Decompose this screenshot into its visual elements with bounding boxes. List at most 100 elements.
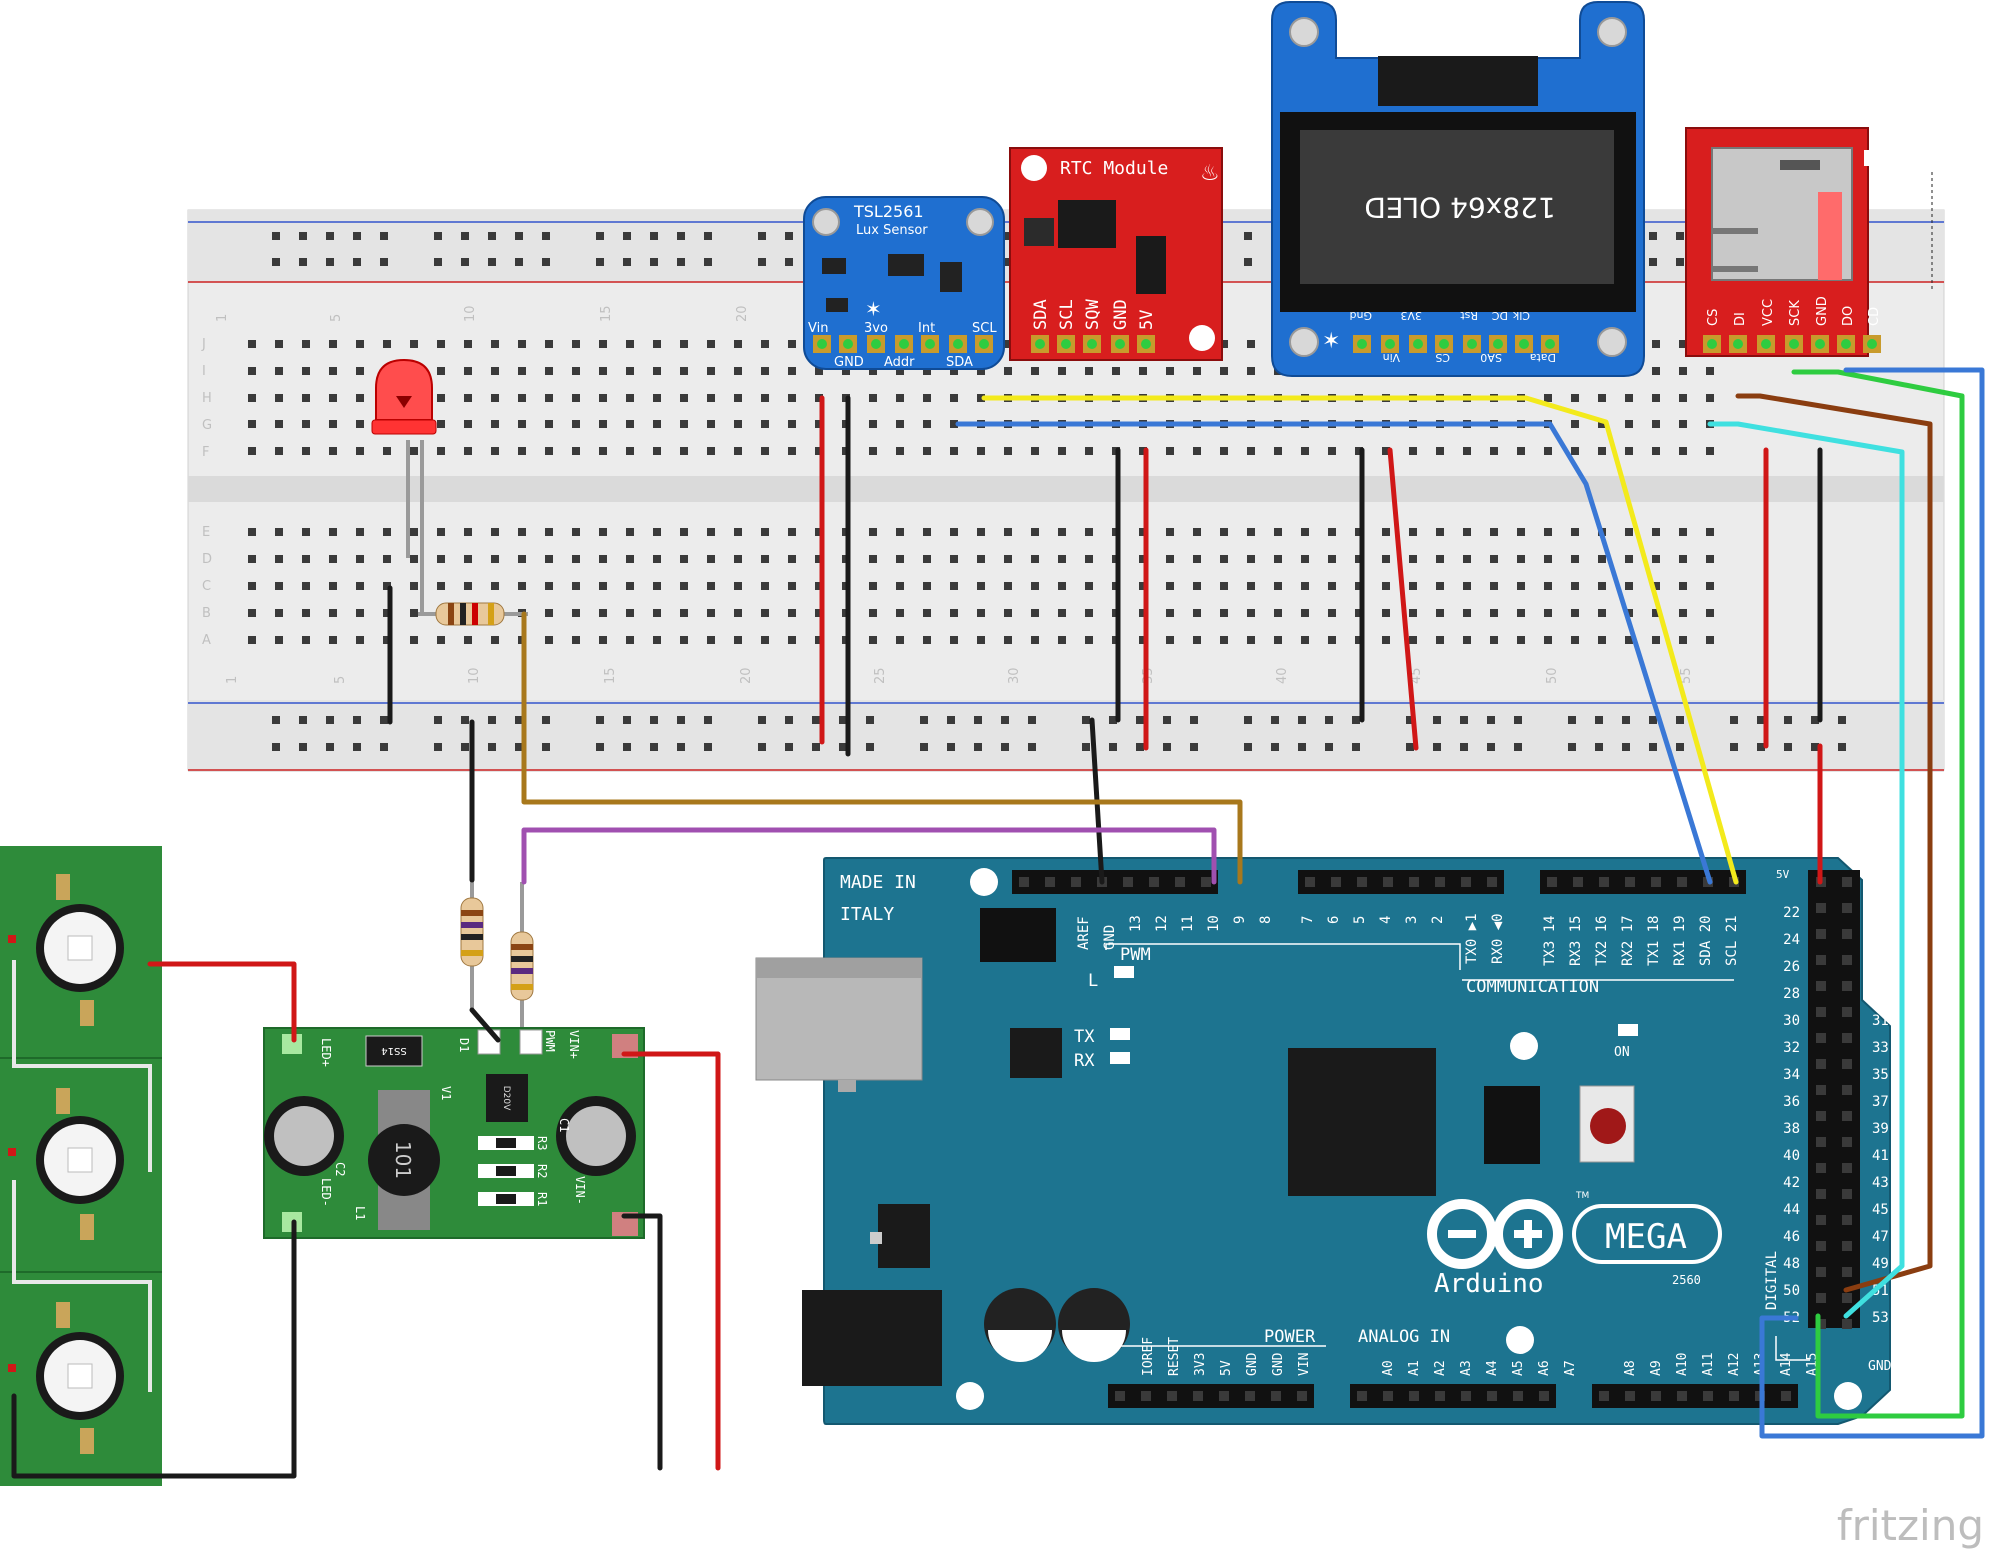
rail-hole — [974, 743, 982, 751]
wire-brown-sd — [1735, 393, 1933, 1293]
mount-hole-icon — [1834, 1382, 1862, 1410]
breadboard-hole — [1625, 609, 1633, 617]
breadboard-hole — [815, 555, 823, 563]
breadboard-hole — [707, 367, 715, 375]
breadboard-hole — [1166, 447, 1174, 455]
rtc-pins — [1031, 335, 1155, 353]
breadboard-hole — [1436, 582, 1444, 590]
breadboard-hole — [572, 420, 580, 428]
header-pin — [1842, 1137, 1852, 1147]
label-r1: R1 — [535, 1192, 549, 1206]
breadboard-hole — [680, 609, 688, 617]
breadboard-hole — [302, 555, 310, 563]
header-digital — [1808, 870, 1860, 1328]
capacitor-top — [274, 1106, 334, 1166]
led-anode-icon — [396, 396, 412, 408]
breadboard-hole — [680, 420, 688, 428]
breadboard-hole — [1328, 528, 1336, 536]
breadboard-hole — [950, 420, 958, 428]
rail-hole — [1811, 716, 1819, 724]
breadboard-hole — [518, 367, 526, 375]
rail-hole — [812, 743, 820, 751]
breadboard-hole — [383, 582, 391, 590]
rail-hole — [1568, 716, 1576, 724]
breadboard-hole — [599, 394, 607, 402]
breadboard-hole — [1544, 528, 1552, 536]
breadboard-hole — [572, 555, 580, 563]
pin-label-cd-sd: CD — [1867, 307, 1882, 326]
breadboard-hole — [707, 420, 715, 428]
mount-hole-icon — [1597, 17, 1627, 47]
wire-purple-pwm — [521, 827, 1217, 885]
breadboard-hole — [1652, 555, 1660, 563]
rail-hole — [947, 743, 955, 751]
breadboard-hole — [1004, 555, 1012, 563]
breadboard-hole — [1625, 636, 1633, 644]
led-pad — [80, 1428, 94, 1454]
rail-hole — [461, 716, 469, 724]
rail-hole — [1001, 743, 1009, 751]
breadboard-hole — [1544, 609, 1552, 617]
pin-hole — [1141, 339, 1151, 349]
breadboard-hole — [815, 420, 823, 428]
rail-hole — [1676, 716, 1684, 724]
breadboard-hole — [842, 367, 850, 375]
breadboard-hole — [1166, 582, 1174, 590]
row-letter-e: E — [202, 525, 210, 540]
oled-label: 128x64 OLED — [1364, 191, 1555, 224]
header-pin — [1383, 1391, 1393, 1401]
breadboard-hole — [1517, 555, 1525, 563]
col-number-b-40: 40 — [1275, 667, 1290, 684]
breadboard-hole — [1382, 636, 1390, 644]
model-number: 2560 — [1672, 1273, 1701, 1287]
rail-hole — [1001, 716, 1009, 724]
breadboard-hole — [275, 367, 283, 375]
rail-hole — [1676, 258, 1684, 266]
rail-hole — [1568, 743, 1576, 751]
smd-resistor — [496, 1166, 516, 1176]
tsl2561-pins — [813, 335, 993, 353]
breadboard-hole — [329, 609, 337, 617]
header-pin — [1842, 1215, 1852, 1225]
breadboard-hole — [1652, 447, 1660, 455]
header-pin — [1651, 1391, 1661, 1401]
breadboard-hole — [734, 447, 742, 455]
breadboard-hole — [1220, 555, 1228, 563]
breadboard-holes — [248, 232, 1846, 751]
tm-mark: TM — [1575, 1191, 1589, 1201]
atmega2560-chip — [1288, 1048, 1436, 1196]
breadboard-hole — [653, 447, 661, 455]
header-pin — [1625, 877, 1635, 887]
led-on-indicator — [1618, 1024, 1638, 1036]
rail-hole — [1109, 716, 1117, 724]
rail-hole — [785, 716, 793, 724]
rail-hole — [353, 232, 361, 240]
breadboard-hole — [329, 394, 337, 402]
breadboard-hole — [572, 367, 580, 375]
rail-hole — [272, 258, 280, 266]
led-polarity-mark — [8, 1148, 16, 1156]
breadboard-hole — [1409, 555, 1417, 563]
breadboard-hole — [815, 582, 823, 590]
pin-label-digital: 28 — [1783, 986, 1800, 1002]
rail-hole — [1136, 716, 1144, 724]
pin-label-7: 7 — [1300, 916, 1316, 924]
breadboard-hole — [1571, 555, 1579, 563]
resistor-band — [448, 603, 454, 625]
breadboard-hole — [734, 420, 742, 428]
col-number-b-15: 15 — [603, 667, 618, 684]
reset-button[interactable] — [1590, 1108, 1626, 1144]
breadboard-hole — [788, 609, 796, 617]
breadboard-labels-top: 1 5 10 15 20 J I H G F — [201, 305, 750, 460]
header-pin — [1201, 877, 1211, 887]
breadboard-hole — [464, 340, 472, 348]
breadboard-hole — [1679, 555, 1687, 563]
header-pin — [1816, 1137, 1826, 1147]
rail-hole — [1757, 743, 1765, 751]
header-pin — [1245, 1391, 1255, 1401]
breadboard-hole — [437, 555, 445, 563]
breadboard-hole — [1139, 447, 1147, 455]
rail-hole — [1406, 716, 1414, 724]
rail-hole — [542, 232, 550, 240]
rail-hole — [1325, 716, 1333, 724]
